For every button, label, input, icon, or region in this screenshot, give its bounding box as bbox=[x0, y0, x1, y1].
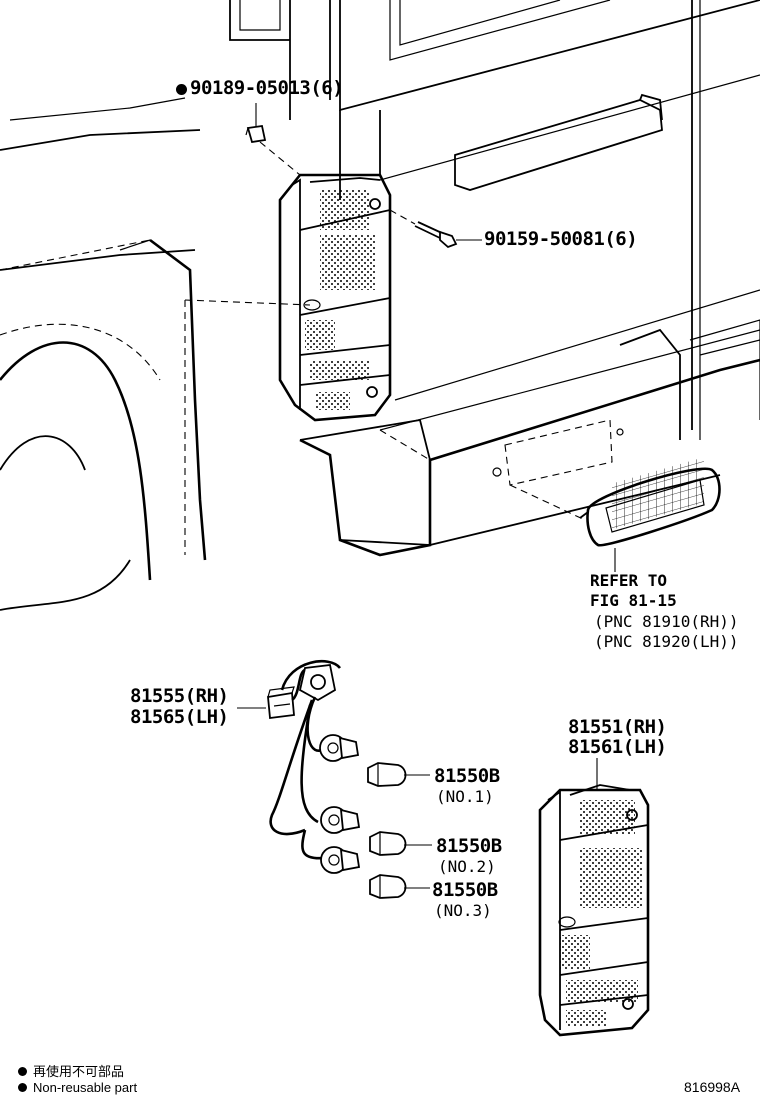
bulb-2-drawing bbox=[369, 831, 432, 856]
clip-part-label: 90189-05013(6) bbox=[176, 77, 344, 99]
screw-drawing bbox=[389, 209, 482, 249]
lens-assy-lh-number: 81561(LH) bbox=[568, 736, 667, 758]
bulb-1-note: (NO.1) bbox=[436, 787, 494, 806]
reflector-drawing bbox=[579, 457, 721, 572]
lens-assy-drawing bbox=[538, 758, 650, 1037]
clip-part-number: 90189-05013(6) bbox=[190, 77, 344, 99]
non-reusable-dot-icon bbox=[176, 84, 187, 95]
reflector-ref-line3: (PNC 81910(RH)) bbox=[594, 612, 739, 631]
legend-dot-icon-2 bbox=[18, 1083, 27, 1092]
bulb-2-number: 81550B bbox=[436, 835, 502, 857]
bulb-3-number: 81550B bbox=[432, 879, 498, 901]
legend-line1: 再使用不可部品 bbox=[18, 1061, 124, 1080]
legend-line2: Non-reusable part bbox=[18, 1080, 137, 1095]
bulb-3-drawing bbox=[369, 874, 430, 899]
legend-line2-text: Non-reusable part bbox=[33, 1080, 138, 1095]
lens-assy-rh-number: 81551(RH) bbox=[568, 716, 667, 738]
legend-dot-icon bbox=[18, 1067, 27, 1076]
bulb-3-note: (NO.3) bbox=[434, 901, 492, 920]
socket-wire-lh-number: 81565(LH) bbox=[130, 706, 229, 728]
socket-wire-drawing bbox=[237, 660, 361, 874]
bulbs-drawing bbox=[367, 762, 432, 899]
clip-drawing bbox=[245, 103, 301, 176]
bulb-1-number: 81550B bbox=[434, 765, 500, 787]
vehicle-body bbox=[0, 0, 760, 611]
screw-part-number: 90159-50081(6) bbox=[484, 228, 638, 250]
bulb-1-drawing bbox=[367, 762, 430, 787]
installed-lamp bbox=[278, 173, 392, 422]
bulb-2-note: (NO.2) bbox=[438, 857, 496, 876]
figure-code: 816998A bbox=[684, 1079, 741, 1095]
legend-line1-text: 再使用不可部品 bbox=[33, 1064, 125, 1079]
socket-wire-rh-number: 81555(RH) bbox=[130, 685, 229, 707]
reflector-ref-line4: (PNC 81920(LH)) bbox=[594, 632, 739, 651]
reflector-ref-line1: REFER TO bbox=[590, 571, 668, 590]
reflector-ref-line2: FIG 81-15 bbox=[590, 591, 677, 610]
